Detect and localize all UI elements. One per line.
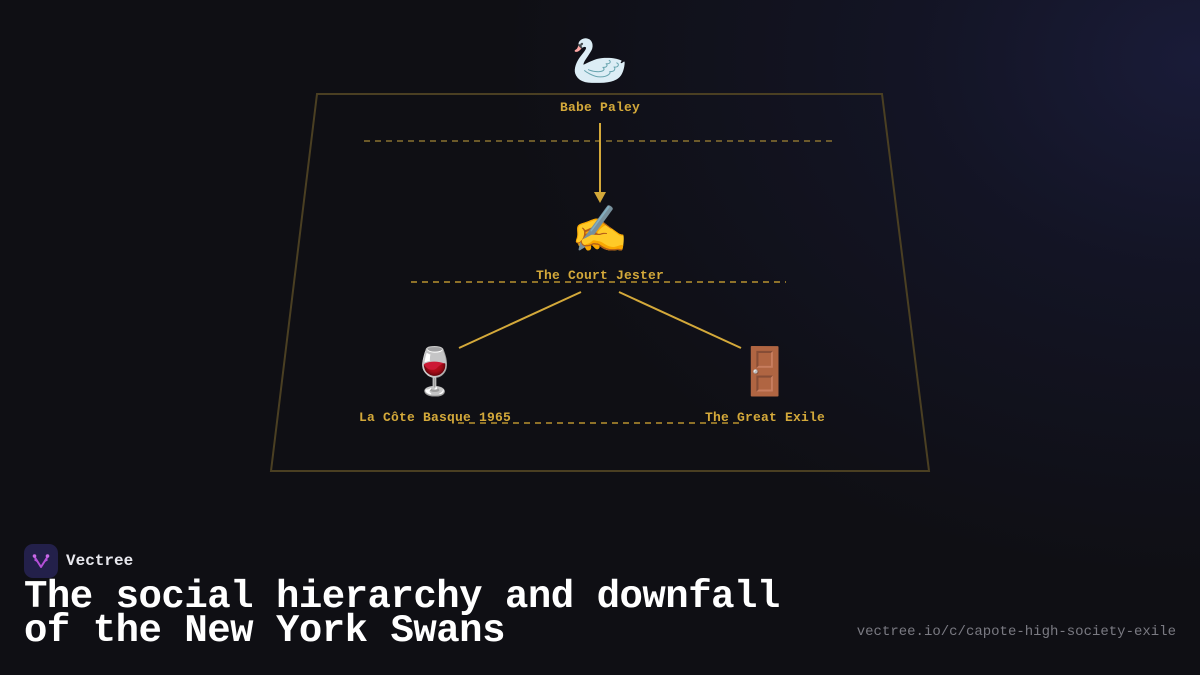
node-label: The Court Jester [535,268,665,283]
swan-icon: 🦢 [571,38,629,90]
share-url[interactable]: vectree.io/c/capote-high-society-exile [856,624,1176,640]
node-court-jester[interactable]: ✍️ The Court Jester [536,206,664,283]
edge-jester-to-cote-basque [458,291,582,349]
brand[interactable]: Vectree [24,544,133,578]
node-label: La Côte Basque 1965 [358,410,512,425]
perspective-frame [269,93,931,472]
node-label: Babe Paley [559,100,641,115]
arrowhead-icon [594,192,606,203]
edge-jester-to-exile [618,291,742,349]
writing-hand-icon: ✍️ [571,207,629,259]
door-icon: 🚪 [736,349,794,401]
node-la-cote-basque[interactable]: 🍷 La Côte Basque 1965 [359,348,511,425]
node-babe-paley[interactable]: 🦢 Babe Paley [560,37,640,115]
brand-name: Vectree [66,552,134,570]
page-title: The social hierarchy and downfall of the… [24,575,780,653]
wine-glass-icon: 🍷 [406,349,464,401]
vectree-logo-icon [24,544,58,578]
node-great-exile[interactable]: 🚪 The Great Exile [705,348,825,425]
node-label: The Great Exile [704,410,826,425]
